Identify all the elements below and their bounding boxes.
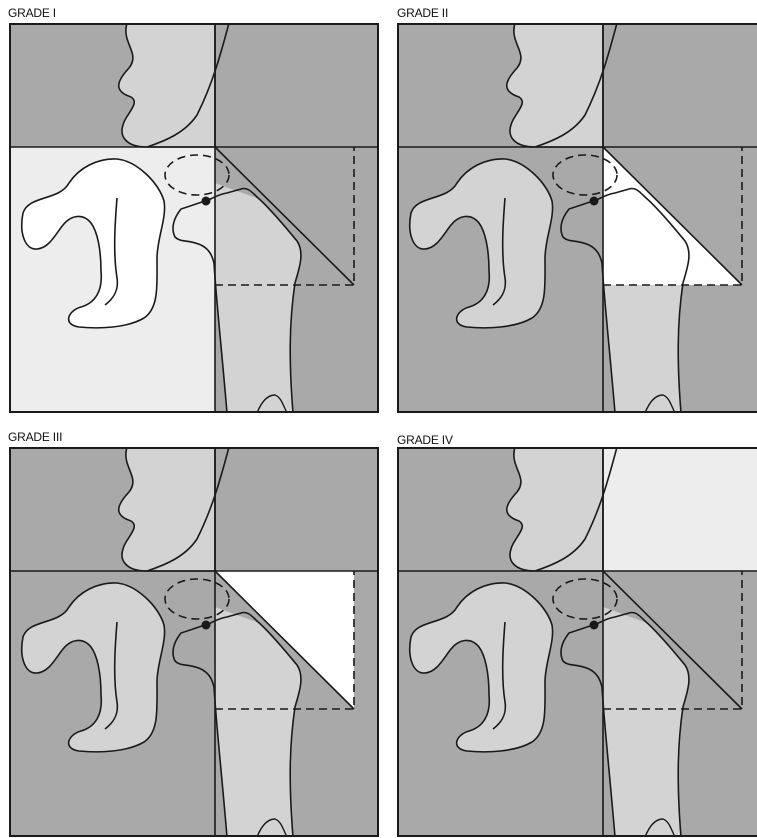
contact-point: [202, 197, 211, 206]
grade-3-drawing: [9, 447, 379, 837]
grade-4-label: GRADE IV: [397, 433, 453, 447]
grade-4-panel: [397, 447, 757, 837]
grade-1-panel: [9, 23, 379, 413]
grade-1-drawing: [9, 23, 379, 413]
quadrant-top-right: [215, 447, 379, 571]
grade-4-drawing: [397, 447, 757, 837]
grade-2-label: GRADE II: [397, 6, 448, 20]
grade-2-panel: [397, 23, 757, 413]
temporal-bone: [507, 23, 603, 147]
grade-2-drawing: [397, 23, 757, 413]
quadrant-top-right: [215, 23, 379, 147]
temporal-bone: [507, 447, 603, 571]
contact-point: [590, 621, 599, 630]
grade-3-label: GRADE III: [8, 430, 62, 444]
grade-3-panel: [9, 447, 379, 837]
quadrant-top-right: [603, 23, 757, 147]
contact-point: [202, 621, 211, 630]
grade-1-label: GRADE I: [8, 6, 56, 20]
temporal-bone: [119, 23, 215, 147]
quadrant-top-right: [603, 447, 757, 571]
contact-point: [590, 197, 599, 206]
temporal-bone: [119, 447, 215, 571]
